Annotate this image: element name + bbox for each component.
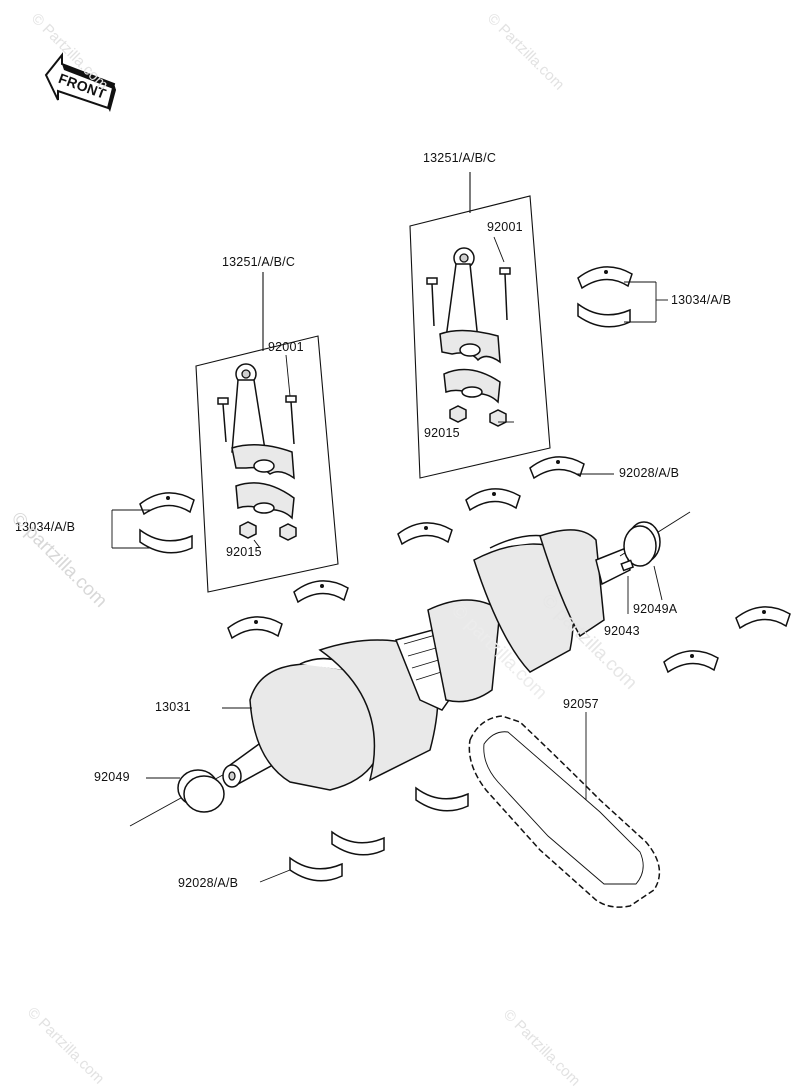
conrod-bolts-left bbox=[217, 395, 297, 445]
label-bearing-92028-lower: 92028/A/B bbox=[178, 876, 239, 890]
dowel-pin bbox=[620, 559, 635, 572]
oil-seal-left bbox=[177, 769, 225, 813]
label-nut-right: 92015 bbox=[424, 426, 460, 440]
main-bearing-shells-lower bbox=[289, 787, 469, 882]
oil-seal-right bbox=[623, 521, 661, 567]
label-oil-seal-left: 92049 bbox=[94, 770, 130, 784]
label-bolt-left: 92001 bbox=[268, 340, 304, 354]
conrod-set-panel-right bbox=[409, 195, 551, 479]
conrod-nuts-right bbox=[449, 405, 507, 427]
conrod-cap-left bbox=[235, 482, 295, 520]
connecting-rod-right bbox=[439, 247, 501, 364]
bearing-pair-left bbox=[139, 492, 195, 554]
bearing-pair-right bbox=[577, 266, 633, 328]
label-bearing-13034-right: 13034/A/B bbox=[671, 293, 732, 307]
label-chain: 92057 bbox=[563, 697, 599, 711]
label-conrod-set-right: 13251/A/B/C bbox=[423, 151, 497, 165]
cam-chain bbox=[468, 715, 661, 908]
label-conrod-set-left: 13251/A/B/C bbox=[222, 255, 296, 269]
label-bearing-92028-upper: 92028/A/B bbox=[619, 466, 680, 480]
label-pin: 92043 bbox=[604, 624, 640, 638]
conrod-bolts-right bbox=[426, 267, 511, 327]
conrod-set-panel-left bbox=[195, 335, 339, 593]
conrod-nuts-left bbox=[239, 521, 297, 541]
label-nut-left: 92015 bbox=[226, 545, 262, 559]
label-bearing-13034-left: 13034/A/B bbox=[15, 520, 76, 534]
connecting-rod-left bbox=[231, 363, 295, 480]
label-crankshaft: 13031 bbox=[155, 700, 191, 714]
label-oil-seal-right: 92049A bbox=[633, 602, 678, 616]
front-arrow-icon bbox=[44, 52, 116, 112]
label-bolt-right: 92001 bbox=[487, 220, 523, 234]
crankshaft-exploded-diagram: FRONT 13251/A/B/C 13251/A/B/C 92001 9200… bbox=[7, 10, 791, 1089]
conrod-cap-right bbox=[443, 368, 501, 404]
crankshaft bbox=[129, 511, 691, 827]
